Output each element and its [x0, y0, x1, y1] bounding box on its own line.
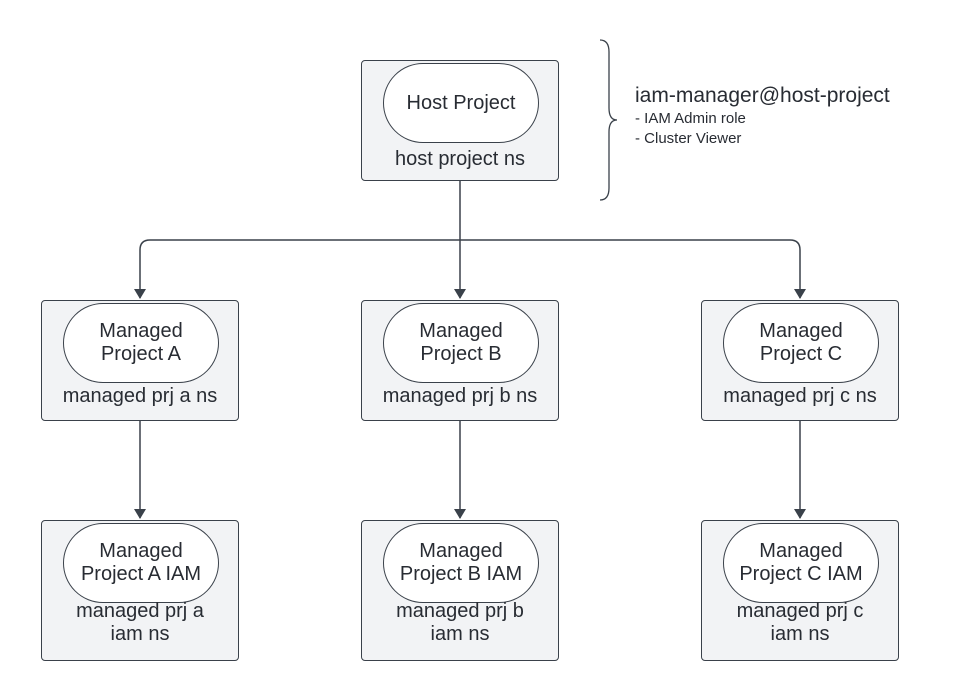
- host-namespace-label: host project ns: [394, 148, 526, 170]
- role-iam-admin: - IAM Admin role: [635, 110, 746, 127]
- iam-project-b-namespace[interactable]: Managed Project B IAM managed prj b iam …: [361, 520, 559, 661]
- pill-line: Managed: [99, 320, 183, 342]
- iam-project-c-namespace[interactable]: Managed Project C IAM managed prj c iam …: [701, 520, 899, 661]
- iam-project-c-node[interactable]: Managed Project C IAM: [723, 523, 879, 603]
- managed-c-namespace-label: managed prj c ns: [702, 385, 898, 408]
- iam-b-namespace-label: managed prj b iam ns: [362, 600, 558, 646]
- iam-project-a-namespace[interactable]: Managed Project A IAM managed prj a iam …: [41, 520, 239, 661]
- managed-project-c-node[interactable]: Managed Project C: [723, 303, 879, 383]
- role-cluster-viewer: - Cluster Viewer: [635, 130, 742, 147]
- managed-project-b-node[interactable]: Managed Project B: [383, 303, 539, 383]
- pill-line: Project B IAM: [399, 563, 523, 585]
- namespace-line: managed prj b ns: [382, 385, 538, 407]
- iam-a-namespace-label: managed prj a iam ns: [42, 600, 238, 646]
- pill-line: Project C IAM: [739, 563, 863, 585]
- managed-project-c-namespace[interactable]: Managed Project C managed prj c ns: [701, 300, 899, 421]
- pill-line: Managed: [759, 540, 843, 562]
- namespace-line: managed prj a: [76, 600, 204, 622]
- iam-c-namespace-label: managed prj c iam ns: [702, 600, 898, 646]
- iam-project-b-node[interactable]: Managed Project B IAM: [383, 523, 539, 603]
- managed-project-a-node[interactable]: Managed Project A: [63, 303, 219, 383]
- host-project-label: Host Project: [406, 91, 516, 114]
- pill-line: Project C: [759, 343, 843, 365]
- pill-line: Project B: [420, 343, 502, 365]
- connector-host-to-managed-a: [134, 239, 460, 299]
- pill-line: Managed: [419, 540, 503, 562]
- managed-a-namespace-label: managed prj a ns: [42, 385, 238, 408]
- pill-line: Project A IAM: [80, 563, 202, 585]
- namespace-line: managed prj c ns: [723, 385, 877, 407]
- connector-host-to-managed-c: [460, 239, 806, 299]
- managed-b-namespace-label: managed prj b ns: [362, 385, 558, 408]
- host-project-node[interactable]: Host Project: [383, 63, 539, 143]
- managed-project-a-namespace[interactable]: Managed Project A managed prj a ns: [41, 300, 239, 421]
- iam-project-a-node[interactable]: Managed Project A IAM: [63, 523, 219, 603]
- service-account-annotation: iam-manager@host-project - IAM Admin rol…: [635, 83, 890, 149]
- namespace-line: iam ns: [770, 623, 830, 645]
- namespace-line: managed prj c: [736, 600, 864, 622]
- host-project-namespace[interactable]: Host Project host project ns: [361, 60, 559, 181]
- pill-line: Managed: [759, 320, 843, 342]
- managed-project-b-namespace[interactable]: Managed Project B managed prj b ns: [361, 300, 559, 421]
- namespace-line: iam ns: [110, 623, 170, 645]
- pill-line: Managed: [419, 320, 503, 342]
- annotation-brace: [599, 39, 618, 201]
- namespace-line: iam ns: [430, 623, 490, 645]
- pill-line: Project A: [100, 343, 182, 365]
- namespace-line: managed prj a ns: [62, 385, 218, 407]
- namespace-line: managed prj b: [396, 600, 524, 622]
- pill-line: Managed: [99, 540, 183, 562]
- service-account-name: iam-manager@host-project: [635, 84, 890, 107]
